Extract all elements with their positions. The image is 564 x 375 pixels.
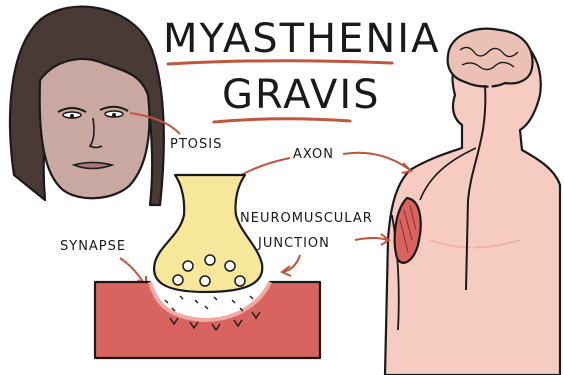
right-pupil: [112, 113, 116, 117]
acetylcholine-molecules: [165, 296, 253, 311]
vesicle: [200, 276, 210, 286]
muscle-fiber: [95, 282, 320, 358]
axon-arrow-right: [343, 153, 410, 170]
title-line-1: MYASTHENIA: [163, 16, 440, 62]
nerve-terminal: [154, 175, 262, 292]
title-underline-2: [214, 119, 350, 122]
nmj-arrow-to-arm: [355, 238, 388, 240]
ptosis-face-illustration: [10, 7, 164, 205]
human-torso-illustration: [385, 29, 560, 375]
title-block: MYASTHENIA GRAVIS: [163, 16, 440, 122]
title-underline-1: [168, 61, 392, 64]
vesicle: [205, 255, 215, 265]
ptosis-label: PTOSIS: [170, 137, 222, 152]
vesicle: [225, 261, 235, 271]
synapse-label: SYNAPSE: [60, 239, 126, 254]
left-pupil: [70, 114, 74, 118]
nmj-label-line-1: NEUROMUSCULAR: [240, 211, 373, 226]
vesicle: [173, 275, 183, 285]
vesicle: [183, 261, 193, 271]
brain: [448, 29, 533, 87]
nerve-terminal-body: [154, 175, 262, 292]
vesicle: [235, 276, 245, 286]
axon-label: AXON: [293, 147, 334, 162]
nmj-label-line-2: JUNCTION: [257, 236, 330, 251]
title-line-2: GRAVIS: [222, 72, 381, 118]
